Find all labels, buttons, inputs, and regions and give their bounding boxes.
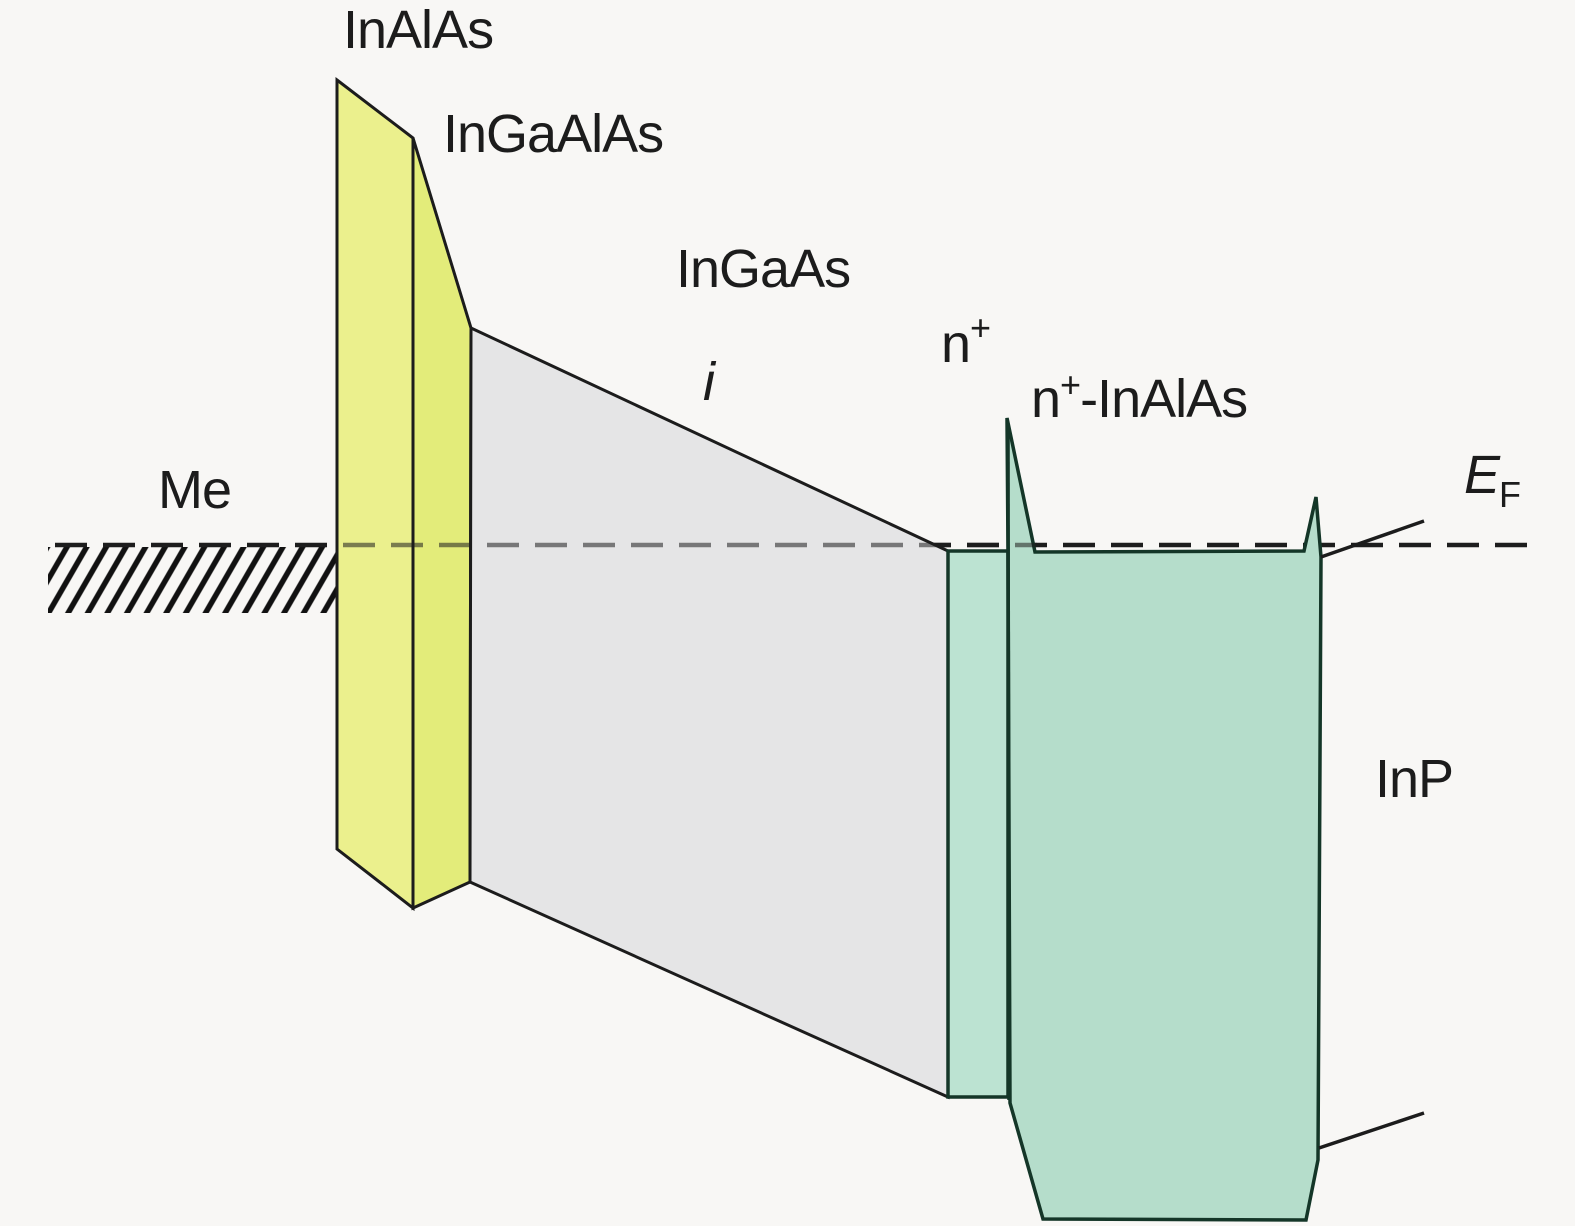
label-inp: InP [1375,749,1453,809]
n-plus-divider-line [1006,429,1011,1101]
label-fermi-main: E [1464,445,1501,505]
label-n-plus-inalas-sup: + [1060,364,1080,405]
inp-conduction-band-line [1320,519,1425,559]
label-fermi-level: EF [1464,445,1520,515]
inalas-band [335,76,415,912]
label-n-plus-inalas-rest: -InAlAs [1080,369,1247,429]
label-n-plus-inalas: n+-InAlAs [1031,364,1247,429]
label-ingaas: InGaAs [676,239,850,299]
metal-contact-hatch [48,547,337,613]
label-inalas: InAlAs [343,0,493,60]
label-metal: Me [158,460,231,520]
inp-valence-band-line [1318,1111,1425,1150]
label-n-plus-base: n [941,314,970,374]
label-n-plus-sup: + [970,307,990,348]
label-fermi-sub: F [1499,474,1520,515]
label-n-plus: n+ [941,307,990,374]
n-plus-band [946,549,1010,1099]
label-ingaalas: InGaAlAs [443,104,663,164]
label-n-plus-inalas-base: n [1031,369,1060,429]
